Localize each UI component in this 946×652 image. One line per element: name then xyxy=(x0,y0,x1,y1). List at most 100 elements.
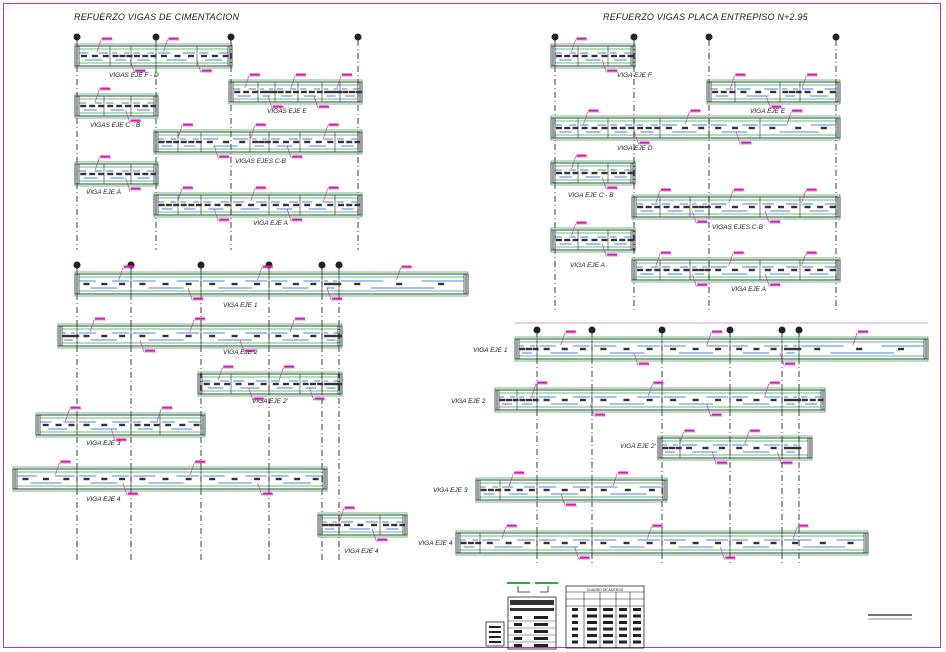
stirrup-note xyxy=(637,268,644,272)
column-section xyxy=(153,131,159,153)
rebar-tag xyxy=(806,251,817,254)
rebar-tag xyxy=(638,362,649,365)
stirrup-note xyxy=(316,90,323,94)
stirrup-note xyxy=(116,172,123,176)
rebar-leader xyxy=(323,125,340,139)
stirrup-note xyxy=(623,398,630,402)
stirrup-note xyxy=(193,423,200,427)
rebar-leader xyxy=(685,111,702,125)
column-section xyxy=(863,532,869,554)
stirrup-note xyxy=(579,488,586,492)
stirrup-note xyxy=(784,446,791,450)
rebar-leader xyxy=(129,59,147,73)
stirrup-note xyxy=(89,104,96,108)
stirrup-note xyxy=(68,423,75,427)
stirrup-note xyxy=(252,90,259,94)
stirrup-note xyxy=(692,268,699,272)
stirrup-note xyxy=(231,477,238,481)
rebar-tag xyxy=(618,471,629,474)
stirrup-note xyxy=(91,54,98,58)
stirrup-note xyxy=(704,268,711,272)
rebar-leader xyxy=(728,190,745,204)
stirrup-note xyxy=(187,54,194,58)
stirrup-note xyxy=(648,488,655,492)
rebar-leader xyxy=(309,387,326,401)
stirrup-note xyxy=(330,382,337,386)
beam-elevation xyxy=(197,365,343,401)
stirrup-note xyxy=(346,203,353,207)
stirrup-note xyxy=(282,382,289,386)
stirrup-note xyxy=(611,126,618,130)
rebar-tag xyxy=(576,221,587,224)
rebar-tag xyxy=(607,253,618,256)
rebar-leader xyxy=(125,109,142,123)
beam-elevation xyxy=(631,188,841,224)
stirrup-note xyxy=(211,54,218,58)
stirrup-note xyxy=(753,347,760,351)
stirrup-note xyxy=(556,126,562,130)
rebar-leader xyxy=(323,188,340,202)
label-r-viga-eje-a-1: VIGA EJE A xyxy=(570,262,605,269)
rebar-tag xyxy=(219,218,230,221)
legend-row-value xyxy=(534,644,548,647)
stirrup-note xyxy=(817,205,824,209)
rebar-leader xyxy=(801,190,818,204)
legend-note-line xyxy=(489,626,501,628)
stirrup-note xyxy=(223,140,230,144)
stirrup-note xyxy=(572,54,579,58)
stirrup-note xyxy=(335,282,342,286)
beam-elevation xyxy=(550,221,636,257)
rebar-leader xyxy=(214,145,231,159)
stirrup-note xyxy=(275,282,282,286)
stirrup-note xyxy=(292,282,299,286)
rebar-tag xyxy=(684,429,695,432)
stirrup-note xyxy=(119,54,126,58)
rebar-tag xyxy=(344,506,355,509)
right-section-title: REFUERZO VIGAS PLACA ENTREPISO N+2.95 xyxy=(603,12,808,22)
stirrup-note xyxy=(370,523,377,527)
stirrup-note xyxy=(254,334,261,338)
stirrup-note xyxy=(173,140,180,144)
rebar-leader xyxy=(801,75,819,89)
stirrup-note xyxy=(526,398,532,402)
rebar-tag xyxy=(807,73,818,76)
stirrup-note xyxy=(338,140,344,144)
stirrup-note xyxy=(572,126,579,130)
rebar-leader xyxy=(574,546,591,560)
rebar-tag xyxy=(792,109,803,112)
stirrup-note xyxy=(42,477,49,481)
stirrup-note xyxy=(343,523,350,527)
rebar-tag xyxy=(255,123,266,126)
stirrup-note xyxy=(601,238,608,242)
stirrup-note xyxy=(856,347,863,351)
rebar-tag xyxy=(135,69,146,72)
label-vigas-eje-e: VIGAS EJE E xyxy=(267,108,307,115)
table-cell-length xyxy=(603,640,613,644)
stirrup-note xyxy=(645,205,652,209)
rebar-tag xyxy=(660,251,671,254)
stirrup-note xyxy=(519,347,526,351)
stirrup-note xyxy=(134,104,140,108)
stirrup-note xyxy=(770,347,777,351)
stirrup-note xyxy=(675,446,682,450)
beam-elevation xyxy=(74,87,159,123)
stirrup-note xyxy=(42,423,49,427)
stirrup-note xyxy=(282,203,289,207)
rebar-leader xyxy=(801,253,818,267)
stirrup-note xyxy=(73,334,80,338)
column-section xyxy=(835,117,841,139)
rebar-tag xyxy=(652,524,663,527)
stirrup-note xyxy=(438,282,445,286)
stirrup-note xyxy=(294,477,301,481)
stirrup-note xyxy=(543,541,550,545)
legend-note-line xyxy=(489,631,501,633)
stirrup-note xyxy=(162,477,169,481)
rebar-leader xyxy=(336,75,353,89)
rebar-leader xyxy=(177,125,194,139)
label-r-viga-eje-c-b: VIGA EJE C - B xyxy=(568,192,614,199)
stirrup-note xyxy=(467,541,474,545)
rebar-tag xyxy=(100,155,111,158)
rebar-leader xyxy=(257,267,274,281)
stirrup-note xyxy=(646,541,653,545)
rebar-tag xyxy=(733,251,744,254)
